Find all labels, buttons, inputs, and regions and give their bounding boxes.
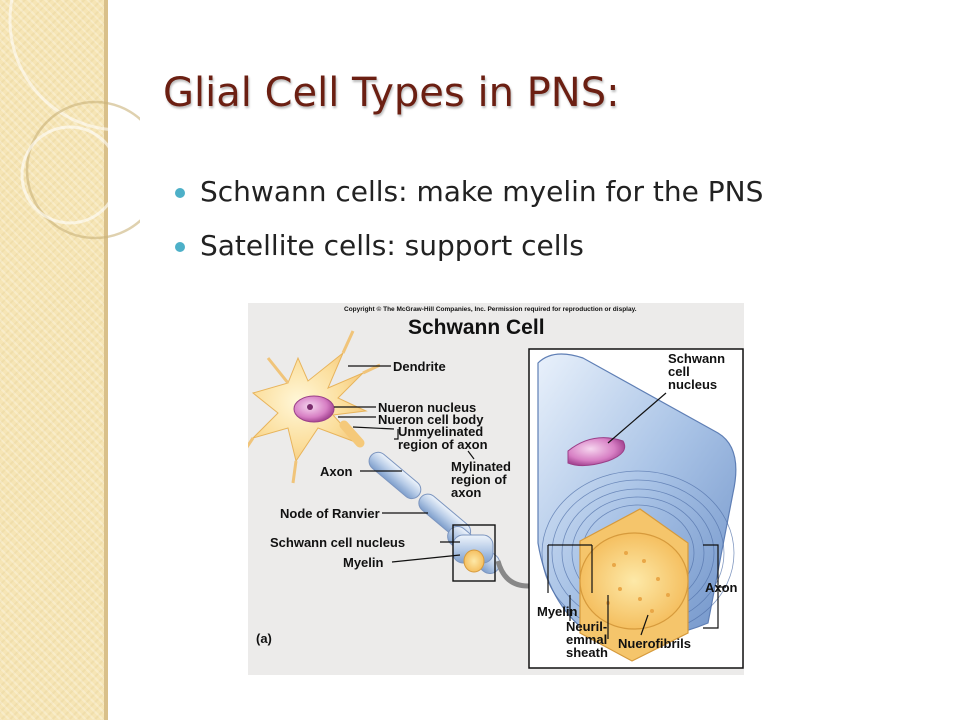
label-inset-neurofibrils: Nuerofibrils [618, 636, 691, 651]
label-neuron-nucleus: Nueron nucleus [378, 400, 476, 415]
inset-panel [528, 348, 744, 669]
bullet-icon [175, 242, 185, 252]
bullet-text-schwann: Schwann cells: make myelin for the PNS [200, 175, 764, 208]
bullet-icon [175, 188, 185, 198]
label-axon: Axon [320, 464, 353, 479]
bullet-item-satellite: Satellite cells: support cells [175, 219, 763, 273]
schwann-cell-figure: Copyright © The McGraw-Hill Companies, I… [248, 303, 744, 675]
label-unmyelinated-2: region of axon [398, 437, 488, 452]
label-schwann-cell-nucleus: Schwann cell nucleus [270, 535, 405, 550]
neuron-nucleolus [307, 404, 313, 410]
label-myelinated-1: Mylinated [451, 459, 511, 474]
neuron-nucleus [293, 395, 335, 423]
label-myelin: Myelin [343, 555, 384, 570]
label-inset-neurilemmal-3: sheath [566, 645, 608, 660]
label-inset-axon: Axon [705, 580, 738, 595]
schwann-nucleus [567, 437, 626, 467]
myelinated-axon [339, 420, 501, 574]
schwann-cell-diagram: Copyright © The McGraw-Hill Companies, I… [248, 305, 744, 669]
label-inset-schwann-1: Schwann [668, 351, 725, 366]
figure-part-label: (a) [256, 631, 272, 646]
label-unmyelinated-1: Unmyelinated [398, 424, 483, 439]
bullet-list: Schwann cells: make myelin for the PNS S… [175, 165, 763, 273]
decorative-side-panel [0, 0, 104, 720]
figure-title: Schwann Cell [408, 316, 545, 339]
bullet-item-schwann: Schwann cells: make myelin for the PNS [175, 165, 763, 219]
label-inset-schwann-2: cell [668, 364, 690, 379]
label-inset-neurilemmal-1: Neuril- [566, 619, 607, 634]
label-neuron-cell-body: Nueron cell body [378, 412, 484, 427]
decorative-circles [8, 0, 140, 240]
label-myelinated-2: region of [451, 472, 507, 487]
side-panel-edge [104, 0, 108, 720]
zoom-box [452, 524, 496, 582]
label-dendrite: Dendrite [393, 359, 446, 374]
neurofibril-dots [606, 551, 670, 613]
label-inset-schwann-3: nucleus [668, 377, 717, 392]
bullet-text-satellite: Satellite cells: support cells [200, 229, 584, 262]
figure-copyright: Copyright © The McGraw-Hill Companies, I… [344, 305, 637, 313]
slide-title: Glial Cell Types in PNS: [163, 70, 620, 116]
label-node-of-ranvier: Node of Ranvier [280, 506, 380, 521]
label-inset-neurilemmal-2: emmal [566, 632, 607, 647]
label-inset-myelin: Myelin [537, 604, 578, 619]
axon-cross-section [579, 532, 689, 630]
label-myelinated-3: axon [451, 485, 481, 500]
